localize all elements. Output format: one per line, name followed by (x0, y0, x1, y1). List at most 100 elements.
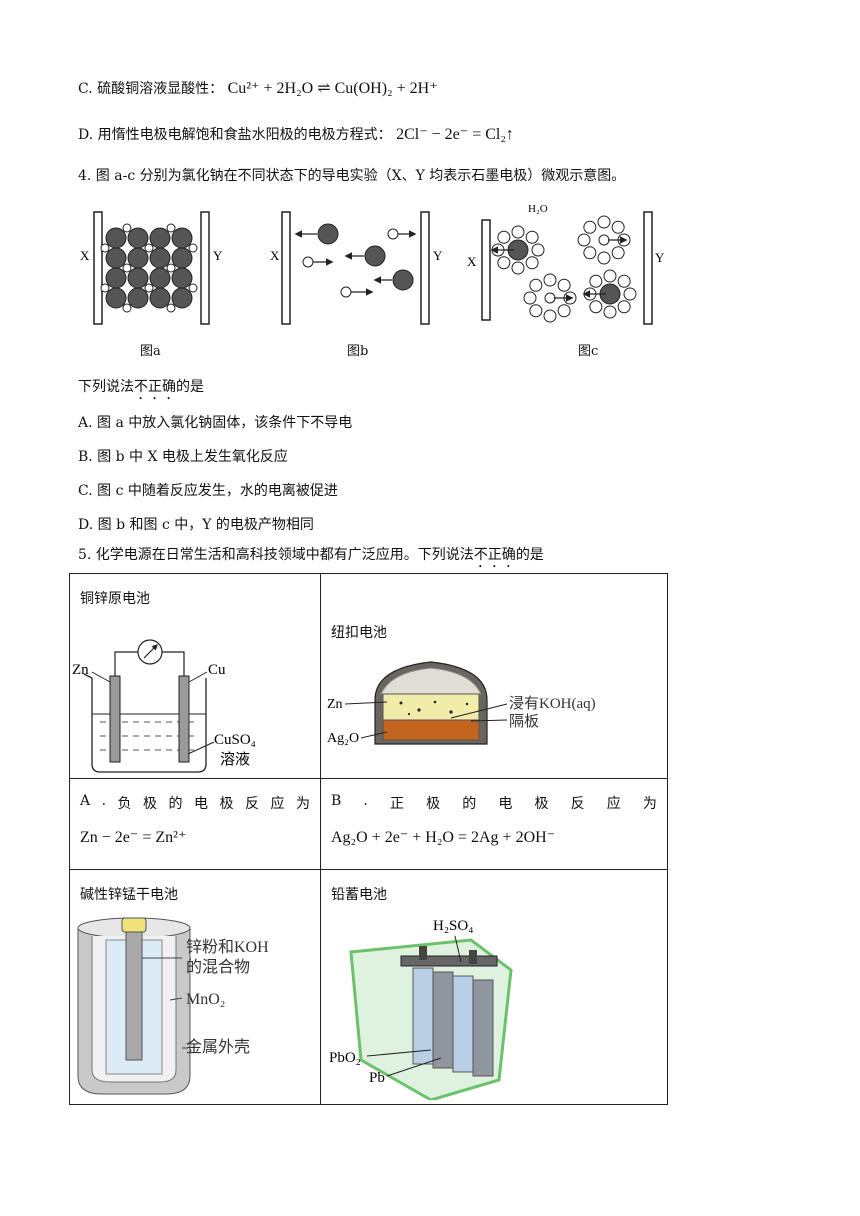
water-molecule (523, 291, 537, 305)
q3-option-c: C. 硫酸铜溶液显酸性： Cu²⁺ + 2H₂O ⇌ Cu(OH)₂ + 2H⁺ (78, 78, 438, 98)
option-b-label: B.正极的电极反应为 (321, 779, 667, 813)
label-y-a: Y (213, 248, 223, 263)
water-molecule (529, 278, 543, 292)
plate (472, 979, 494, 1077)
label-x-c: X (467, 254, 477, 269)
option-label-char: 为 (642, 796, 657, 812)
water-molecule (617, 274, 631, 288)
water-molecule (623, 287, 637, 301)
plate (452, 975, 474, 1073)
water-molecule (497, 230, 511, 244)
option-label-char: . (363, 793, 368, 809)
label-button-ag2o: Ag₂O (327, 731, 359, 746)
electrode-x-c (481, 219, 491, 321)
lattice-ion-large (105, 247, 127, 269)
lattice-ion-small (122, 223, 132, 233)
caption-fig-b: 图b (347, 344, 369, 359)
lattice-ion-small (100, 243, 110, 253)
label-cuso4: CuSO₄ (214, 732, 256, 748)
lattice-ion-large (171, 287, 193, 309)
water-molecule (543, 309, 557, 323)
label-y-c: Y (655, 250, 665, 265)
electrode-y-a (200, 211, 210, 325)
cell-option-b: B.正极的电极反应为 Ag₂O + 2e⁻ + H₂O = 2Ag + 2OH⁻ (320, 778, 668, 870)
cu-electrode (178, 675, 190, 763)
alkaline-cell-diagram: 锌粉和KOH 的混合物 MnO₂ 金属外壳 (77, 917, 269, 1095)
option-label-char: 应 (270, 796, 285, 812)
figure-c: X Y H₂O (467, 203, 665, 325)
q4-option-c: C. 图 c 中随着反应发生，水的电离被促进 (78, 483, 338, 499)
option-label-char: 极 (534, 796, 549, 812)
label-solution: 溶液 (220, 751, 250, 768)
cell-option-a: A.负极的电极反应为 Zn − 2e⁻ = Zn²⁺ (69, 778, 321, 870)
water-molecule (597, 251, 611, 265)
label-mno2: MnO₂ (186, 991, 225, 1008)
q4-option-d: D. 图 b 和图 c 中，Y 的电极产物相同 (78, 517, 314, 533)
label-separator: 隔板 (509, 712, 539, 730)
button-title: 纽扣电池 (331, 625, 387, 641)
label-pbo2: PbO₂ (329, 1050, 361, 1066)
option-label-char: 负 (117, 796, 132, 812)
nacl-lattice (100, 223, 198, 313)
water-molecule (589, 274, 603, 288)
lattice-ion-small (166, 263, 176, 273)
option-a-equation: Zn − 2e⁻ = Zn²⁺ (80, 829, 187, 846)
label-x-a: X (80, 248, 90, 263)
label-mixture: 的混合物 (186, 958, 250, 976)
water-molecule (589, 300, 603, 314)
electrode-x-b (281, 211, 291, 325)
button-cell-diagram: Zn Ag₂O 浸有KOH(aq) 隔板 (327, 661, 596, 746)
water-molecule (583, 246, 597, 260)
option-label-char: 为 (295, 796, 310, 812)
water-molecule (611, 246, 625, 260)
option-label-char: 反 (244, 796, 259, 812)
lattice-ion-large (127, 287, 149, 309)
lattice-ion-large (149, 287, 171, 309)
option-c-text: C. 硫酸铜溶液显酸性： (78, 81, 224, 97)
option-label-char: 正 (390, 796, 404, 812)
lattice-ion-small (188, 283, 198, 293)
lattice-ion-large (127, 267, 149, 289)
q4-option-a: A. 图 a 中放入氯化钠固体，该条件下不导电 (78, 415, 353, 431)
zn-layer (382, 693, 480, 721)
lattice-ion-large (171, 247, 193, 269)
hydrated-ion-small (598, 234, 610, 246)
hydrated-ions (490, 215, 637, 323)
water-molecule (611, 220, 625, 234)
stem-suffix: 的是 (515, 547, 544, 563)
q4-option-b: B. 图 b 中 X 电极上发生氧化反应 (78, 449, 288, 465)
water-molecule (525, 230, 539, 244)
label-metal-shell: 金属外壳 (186, 1038, 250, 1056)
lattice-ion-small (166, 223, 176, 233)
cell-alkaline: 碱性锌锰干电池 锌粉和KOH 的混合物 MnO₂ 金属外壳 (69, 869, 321, 1105)
q5-stem: 5. 化学电源在日常生活和高科技领域中都有广泛应用。下列说法不正确的是 (78, 544, 544, 571)
lead-acid-diagram: H₂SO₄ PbO₂ Pb (329, 918, 513, 1102)
lattice-ion-large (171, 267, 193, 289)
electrode-y-c (643, 211, 653, 325)
label-zn: Zn (72, 662, 89, 678)
lattice-ion-small (144, 283, 154, 293)
ag2o-layer (382, 719, 480, 741)
lattice-ion-large (127, 227, 149, 249)
lattice-ion-large (149, 247, 171, 269)
cu-zn-title: 铜锌原电池 (80, 591, 150, 607)
option-label-char: 的 (462, 796, 477, 812)
label-y-b: Y (433, 248, 443, 263)
option-label-char: A (80, 793, 91, 809)
cell-button: 纽扣电池 Zn Ag₂O 浸有KOH(aq) 隔板 (320, 573, 668, 779)
lattice-ion-large (105, 287, 127, 309)
option-a-label: A.负极的电极反应为 (70, 779, 320, 813)
option-label-char: 应 (606, 796, 621, 812)
cu-zn-diagram: Zn Cu CuSO₄ 溶液 (72, 639, 256, 773)
q4-question: 下列说法不正确的是 (78, 376, 204, 403)
option-label-char: B (331, 793, 342, 809)
lattice-ion-large (171, 227, 193, 249)
label-koh: 浸有KOH(aq) (509, 695, 596, 712)
stem-emphasis: 不正确 (473, 547, 516, 563)
water-molecule (583, 220, 597, 234)
water-molecule (511, 225, 525, 239)
question-emphasis: 不正确 (134, 379, 176, 395)
lattice-ion-large (105, 227, 127, 249)
water-molecule (529, 304, 543, 318)
electrode-y-b (420, 211, 430, 325)
